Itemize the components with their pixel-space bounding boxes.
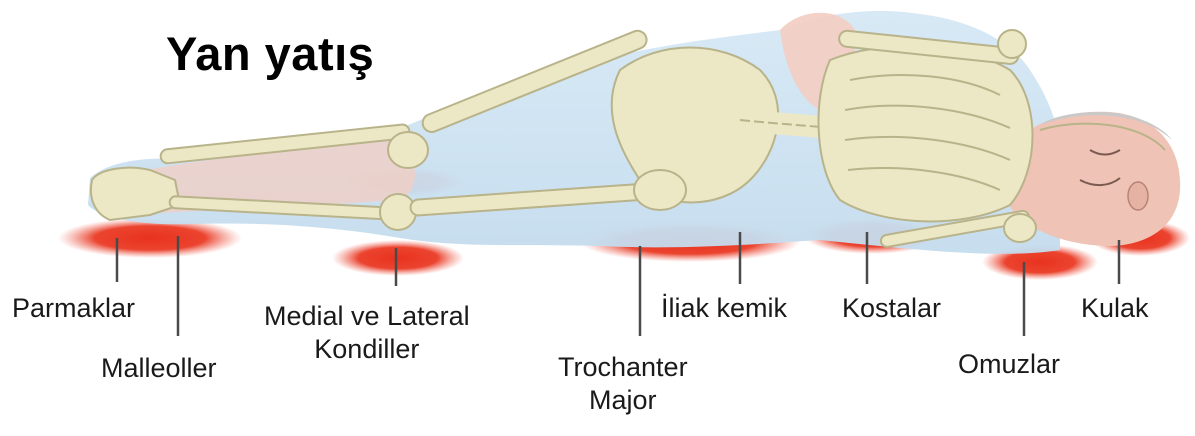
label-kulak-text: Kulak [1081, 292, 1149, 325]
label-kulak: Kulak [1081, 292, 1149, 325]
label-malleoller-text: Malleoller [101, 352, 217, 385]
label-kondiller: Medial ve Lateral Kondiller [264, 300, 470, 366]
pressure-zone-feet [58, 218, 242, 258]
label-iliak-text: İliak kemik [661, 292, 787, 325]
label-kostalar-text: Kostalar [842, 292, 941, 325]
label-parmaklar: Parmaklar [12, 292, 135, 325]
label-kondiller-line2: Kondiller [264, 333, 470, 366]
label-kostalar: Kostalar [842, 292, 941, 325]
label-iliak: İliak kemik [661, 292, 787, 325]
label-parmaklar-text: Parmaklar [12, 292, 135, 325]
label-malleoller: Malleoller [101, 352, 217, 385]
label-trochanter-line1: Trochanter [558, 351, 688, 384]
label-trochanter-line2: Major [558, 384, 688, 417]
label-omuzlar-text: Omuzlar [958, 348, 1060, 381]
label-omuzlar: Omuzlar [958, 348, 1060, 381]
label-trochanter: Trochanter Major [558, 351, 688, 417]
diagram-title: Yan yatış [166, 26, 374, 81]
label-kondiller-line1: Medial ve Lateral [264, 300, 470, 333]
pressure-zone-knee-lower [332, 240, 464, 276]
